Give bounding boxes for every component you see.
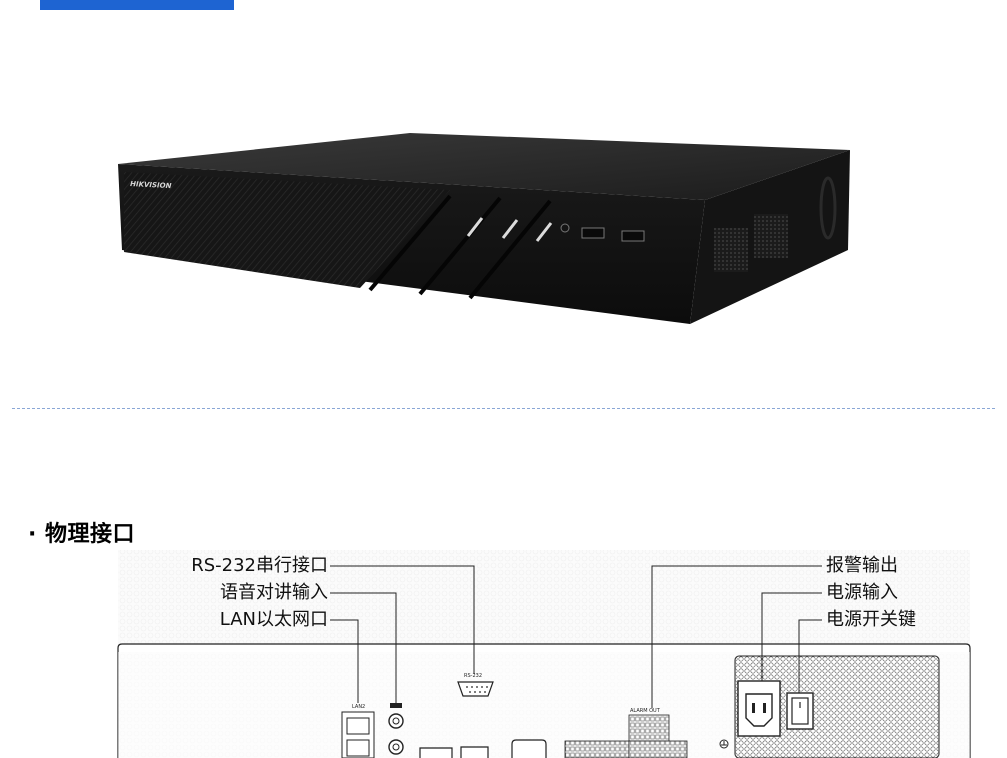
callout-alarm-output: 报警输出	[826, 555, 898, 576]
callout-rs232: RS-232串行接口	[191, 555, 328, 576]
alarm-out-label: ALARM OUT	[630, 708, 661, 714]
lan2-label: LAN2	[352, 704, 365, 710]
section-title: · 物理接口	[28, 522, 136, 547]
rear-panel-diagram: LAN2 RS-232 ALARM OUT	[117, 550, 971, 758]
nvr-device-image: HIKVISION	[118, 133, 850, 324]
callout-power-switch: 电源开关键	[826, 609, 916, 630]
callout-lan-port: LAN以太网口	[219, 609, 328, 630]
callout-power-input: 电源输入	[826, 582, 898, 603]
brand-logo-text: HIKVISION	[130, 180, 172, 190]
accent-bar	[40, 0, 234, 10]
section-divider	[12, 408, 995, 409]
rs232-label: RS-232	[464, 673, 482, 679]
callout-audio-input: 语音对讲输入	[220, 582, 328, 603]
